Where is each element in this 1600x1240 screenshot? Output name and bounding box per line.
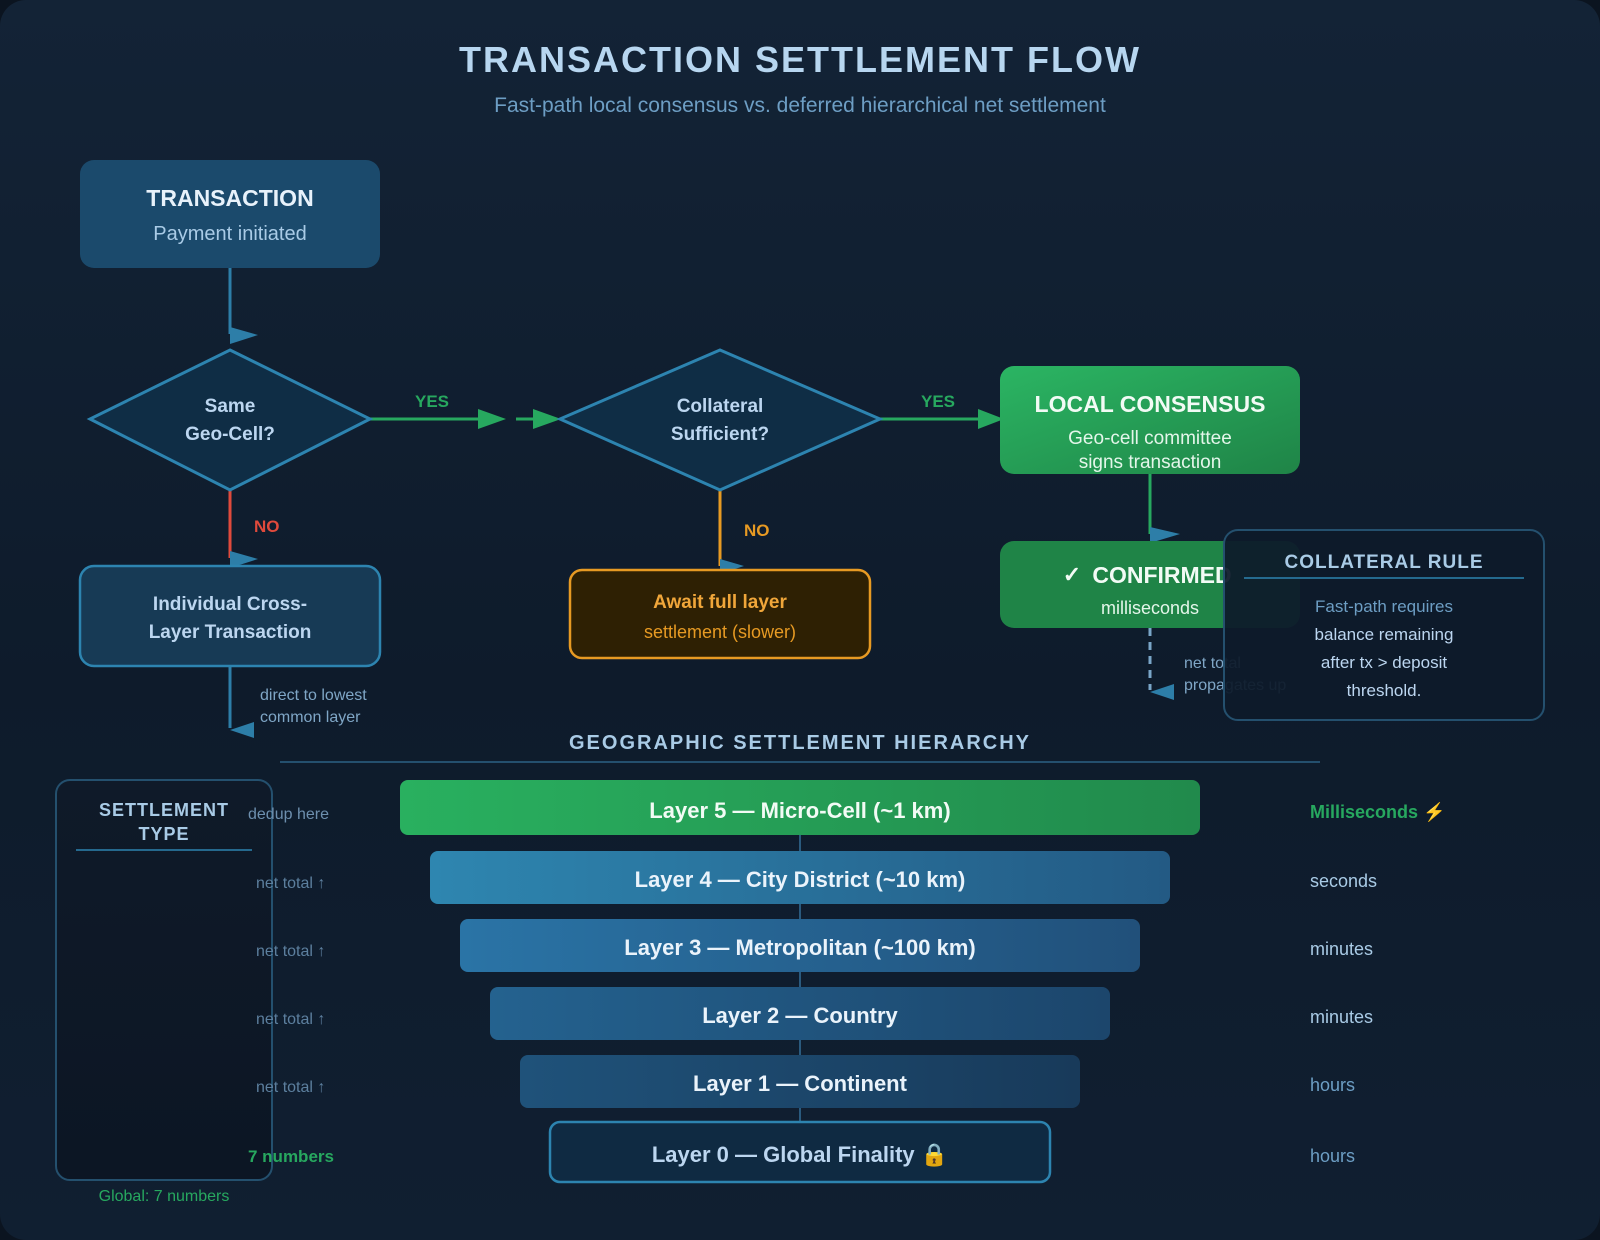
transaction-title: TRANSACTION <box>146 185 313 211</box>
layer-1-time: hours <box>1310 1075 1355 1095</box>
collateral-decision: Collateral Sufficient? <box>556 348 884 492</box>
connector-geo-yes <box>370 409 561 429</box>
cross-layer-line2: Layer Transaction <box>149 622 312 643</box>
page-subtitle: Fast-path local consensus vs. deferred h… <box>494 94 1106 117</box>
confirmed-subtitle: milliseconds <box>1101 598 1199 618</box>
layer-5-time: Milliseconds ⚡ <box>1310 801 1445 823</box>
layer-3-note: net total ↑ <box>256 943 325 960</box>
cross-layer-line1: Individual Cross- <box>153 594 307 615</box>
layer-3-row: Layer 3 — Metropolitan (~100 km) net tot… <box>256 919 1373 972</box>
layer-5-note: dedup here <box>248 806 329 823</box>
cross-layer-node: Individual Cross- Layer Transaction <box>78 564 382 668</box>
layer-3-time: minutes <box>1310 939 1373 959</box>
collateral-rule-line3: after tx > deposit <box>1321 653 1447 672</box>
layer-0-note: 7 numbers <box>248 1147 334 1166</box>
no-label-geo: NO <box>254 517 280 536</box>
transaction-subtitle: Payment initiated <box>153 223 306 245</box>
no-label-collateral: NO <box>744 521 770 540</box>
collateral-rule-line1: Fast-path requires <box>1315 597 1453 616</box>
layer-0-label: Layer 0 — Global Finality 🔒 <box>652 1142 948 1167</box>
layer-5-bar <box>400 780 1200 835</box>
geo-decision-line1: Same <box>205 396 256 417</box>
transaction-start-node: TRANSACTION Payment initiated <box>80 160 380 268</box>
layer-3-bar <box>460 919 1140 972</box>
layer-4-row: Layer 4 — City District (~10 km) net tot… <box>256 851 1377 904</box>
direct-note-line1: direct to lowest <box>260 687 367 704</box>
layer-2-time: minutes <box>1310 1007 1373 1027</box>
layer-5-row: Layer 5 — Micro-Cell (~1 km) dedup here … <box>248 780 1445 835</box>
collateral-decision-line2: Sufficient? <box>671 424 769 445</box>
await-line2: settlement (slower) <box>644 622 796 642</box>
yes-label-geo: YES <box>415 392 449 411</box>
connector-start-to-geo-check <box>228 268 258 344</box>
collateral-rule-panel: COLLATERAL RULE Fast-path requires balan… <box>1223 529 1545 721</box>
layer-4-note: net total ↑ <box>256 875 325 892</box>
layer-0-bar <box>548 1120 1052 1184</box>
layer-2-row: Layer 2 — Country net total ↑ minutes <box>256 987 1373 1040</box>
local-consensus-line2: signs transaction <box>1079 452 1222 473</box>
connector-cross-layer-down <box>228 666 254 738</box>
geo-cell-decision: Same Geo-Cell? <box>86 348 374 492</box>
settlement-type-footer: Global: 7 numbers <box>99 1188 230 1205</box>
layer-5-label: Layer 5 — Micro-Cell (~1 km) <box>649 798 950 823</box>
settlement-type-title-line2: TYPE <box>138 824 189 844</box>
collateral-rule-line2: balance remaining <box>1315 625 1454 644</box>
connector-collateral-no <box>718 490 744 574</box>
page-title: TRANSACTION SETTLEMENT FLOW <box>459 39 1141 80</box>
layer-1-label: Layer 1 — Continent <box>693 1071 908 1096</box>
local-consensus-node: LOCAL CONSENSUS Geo-cell committee signs… <box>1000 366 1300 474</box>
check-icon: ✓ <box>1063 562 1081 587</box>
local-consensus-line1: Geo-cell committee <box>1068 428 1232 449</box>
layer-3-label: Layer 3 — Metropolitan (~100 km) <box>624 935 976 960</box>
collateral-rule-title: COLLATERAL RULE <box>1284 552 1483 573</box>
layer-4-bar <box>430 851 1170 904</box>
layer-2-label: Layer 2 — Country <box>702 1003 898 1028</box>
connector-collateral-yes <box>880 409 1004 429</box>
layer-4-time: seconds <box>1310 871 1377 891</box>
layer-1-bar <box>520 1055 1080 1108</box>
connector-geo-no <box>228 490 258 568</box>
confirmed-title: CONFIRMED <box>1092 562 1231 588</box>
layer-2-note: net total ↑ <box>256 1011 325 1028</box>
yes-label-collateral: YES <box>921 392 955 411</box>
settlement-type-panel: SETTLEMENT TYPE <box>55 779 273 1181</box>
settlement-type-title-line1: SETTLEMENT <box>99 800 229 820</box>
direct-note-line2: common layer <box>260 709 361 726</box>
layer-2-bar <box>490 987 1110 1040</box>
layer-1-note: net total ↑ <box>256 1079 325 1096</box>
collateral-rule-line4: threshold. <box>1347 681 1422 700</box>
layer-1-row: Layer 1 — Continent net total ↑ hours <box>256 1055 1355 1108</box>
connector-net-total-up <box>1148 628 1174 700</box>
hierarchy-title: GEOGRAPHIC SETTLEMENT HIERARCHY <box>569 732 1031 754</box>
layer-4-label: Layer 4 — City District (~10 km) <box>635 867 966 892</box>
connector-consensus-to-confirmed <box>1148 474 1180 543</box>
collateral-decision-line1: Collateral <box>677 396 764 417</box>
layer-0-row: Layer 0 — Global Finality 🔒 7 numbers ho… <box>248 1120 1355 1184</box>
local-consensus-title: LOCAL CONSENSUS <box>1035 391 1266 417</box>
await-settlement-node: Await full layer settlement (slower) <box>568 568 872 660</box>
geo-decision-line2: Geo-Cell? <box>185 424 275 445</box>
layer-0-time: hours <box>1310 1146 1355 1166</box>
await-line1: Await full layer <box>653 592 787 613</box>
